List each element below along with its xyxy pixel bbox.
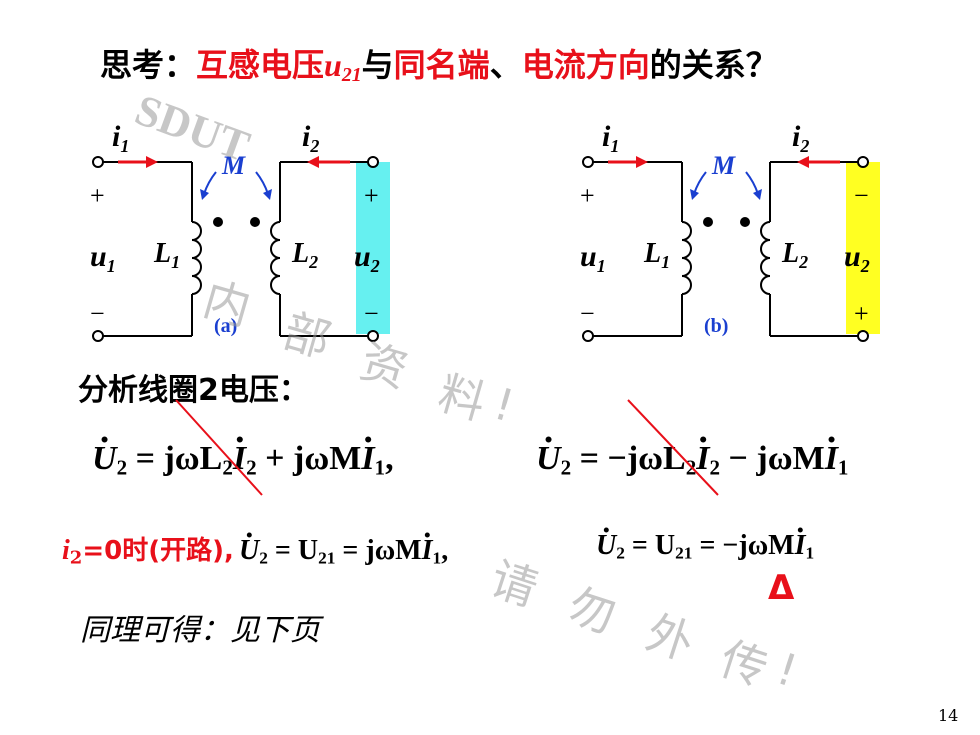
u2-highlight-box	[846, 162, 880, 334]
label-i2: i2	[792, 120, 809, 156]
caption-a: (a)	[214, 315, 237, 337]
delta-mark: Δ	[768, 568, 795, 608]
arrow-head	[690, 189, 699, 200]
arrow-head	[636, 156, 648, 168]
circuit-a: i1 i2 M + + u1 L1 L2 u2 − − (a)	[90, 120, 390, 342]
label-i1: i1	[602, 120, 619, 156]
similar-note: 同理可得：见下页	[80, 613, 320, 648]
label-u2: u2	[354, 240, 380, 276]
equation-b: U2 = −jωL2I2 − jωMI1	[536, 419, 848, 480]
dot-mark	[703, 217, 713, 227]
label-m: M	[711, 151, 736, 180]
dot-mark	[250, 217, 260, 227]
label-l1: L1	[153, 238, 180, 272]
arrow-head	[797, 156, 809, 168]
label-m: M	[221, 151, 246, 180]
sign-right-top: +	[364, 181, 379, 210]
strike-line-b	[627, 399, 719, 496]
analysis-label: 分析线圈2电压：	[78, 373, 309, 408]
coil-l1	[681, 221, 692, 295]
terminal-left-bottom	[92, 330, 104, 342]
caption-b: (b)	[704, 315, 728, 337]
sign-left-top: +	[90, 181, 105, 210]
label-l2: L2	[291, 238, 318, 272]
arrow-head	[263, 189, 272, 200]
terminal-right-bottom	[367, 330, 379, 342]
dot-mark	[740, 217, 750, 227]
arrow-head	[307, 156, 319, 168]
label-l1: L1	[643, 238, 670, 272]
label-i2: i2	[302, 120, 319, 156]
dot-mark	[213, 217, 223, 227]
label-u1: u1	[90, 240, 116, 276]
coil-l1	[191, 221, 202, 295]
sign-left-bottom: −	[580, 299, 595, 328]
equation-a: U2 = jωL2I2 + jωMI1,	[92, 419, 394, 480]
terminal-left-bottom	[582, 330, 594, 342]
label-u1: u1	[580, 240, 606, 276]
open-circuit-line: i2=0时(开路), U2 = U21 = jωMI1,	[62, 518, 448, 568]
circuit-b: i1 i2 M + − u1 L1 L2 u2 − + (b)	[580, 120, 880, 342]
label-i1: i1	[112, 120, 129, 156]
arrow-head	[200, 189, 209, 200]
arrow-head	[753, 189, 762, 200]
sign-left-bottom: −	[90, 299, 105, 328]
sign-right-top: −	[854, 181, 869, 210]
sign-right-bottom: +	[854, 299, 869, 328]
page-title: 思考：互感电压u21与同名端、电流方向的关系？	[100, 46, 778, 86]
label-l2: L2	[781, 238, 808, 272]
u2-highlight-box	[356, 162, 390, 334]
open-circuit-eq-b: U2 = U21 = −jωMI1	[596, 513, 814, 563]
strike-line-a	[175, 399, 263, 496]
coil-l2	[270, 221, 281, 295]
terminal-right-bottom	[857, 330, 869, 342]
page-number: 14	[938, 706, 959, 725]
sign-left-top: +	[580, 181, 595, 210]
arrow-head	[146, 156, 158, 168]
coil-l2	[760, 221, 771, 295]
label-u2: u2	[844, 240, 870, 276]
sign-right-bottom: −	[364, 299, 379, 328]
